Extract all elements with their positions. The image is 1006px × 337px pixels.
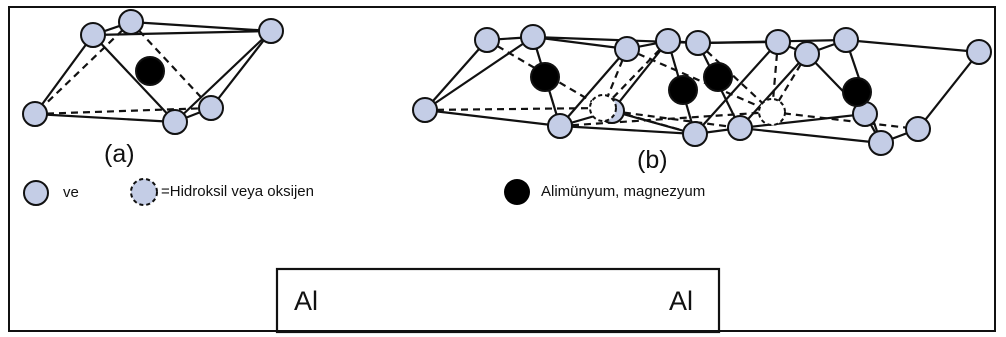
layer-box-left-label: Al: [294, 286, 319, 316]
legend-aluminum-magnesium-label: Alimünyum, magnezyum: [541, 183, 706, 200]
anion-atom: [474, 27, 500, 53]
cation-atom: [703, 62, 733, 92]
label-a: (a): [104, 140, 135, 168]
octahedral-sheet-b-atoms: [412, 24, 992, 156]
anion-atom: [765, 29, 791, 55]
legend-anion-icon: [23, 180, 49, 206]
anion-atom: [22, 101, 48, 127]
anion-atom: [614, 36, 640, 62]
anion-atom: [833, 27, 859, 53]
anion-atom: [966, 39, 992, 65]
hidden-anion-atom: [758, 98, 786, 126]
anion-atom: [682, 121, 708, 147]
anion-atom: [727, 115, 753, 141]
anion-atom: [162, 109, 188, 135]
anion-atom: [868, 130, 894, 156]
cation-atom: [842, 77, 872, 107]
anion-atom: [905, 116, 931, 142]
legend-conjunction: ve: [63, 184, 79, 201]
anion-atom: [412, 97, 438, 123]
anion-atom: [794, 41, 820, 67]
label-b: (b): [637, 146, 668, 174]
cation-atom: [530, 62, 560, 92]
anion-atom: [118, 9, 144, 35]
anion-atom: [685, 30, 711, 56]
anion-atom: [547, 113, 573, 139]
layer-box: [275, 267, 721, 334]
legend-hydroxyl-oxygen-label: =Hidroksil veya oksijen: [161, 183, 314, 200]
anion-atom: [80, 22, 106, 48]
octahedron-a-atoms: [22, 9, 284, 135]
hidden-anion-atom: [589, 94, 617, 122]
cation-atom: [668, 75, 698, 105]
anion-atom: [198, 95, 224, 121]
legend-hidden-anion-icon: [130, 178, 158, 206]
anion-atom: [655, 28, 681, 54]
anion-atom: [258, 18, 284, 44]
cation-atom: [135, 56, 165, 86]
anion-atom: [520, 24, 546, 50]
figure-frame: [8, 6, 996, 332]
legend-cation-icon: [504, 179, 530, 205]
layer-box-right-label: Al: [669, 286, 694, 316]
